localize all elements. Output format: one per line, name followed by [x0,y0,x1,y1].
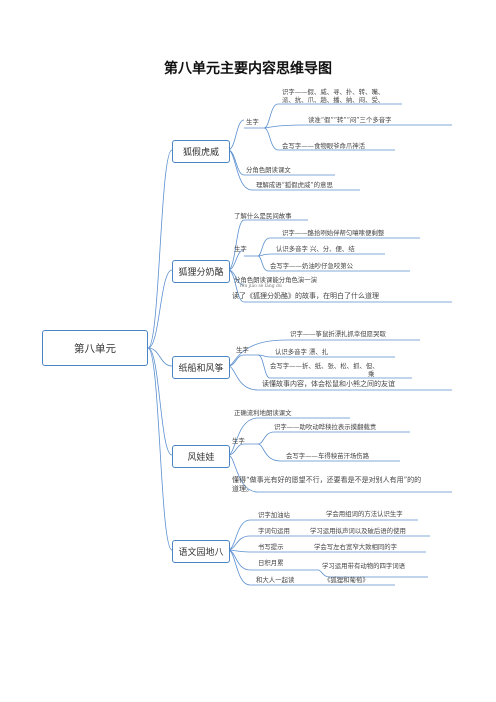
page-title: 第八单元主要内容思维导图 [164,61,332,77]
node-label: 生字 [232,437,245,445]
node-label: 会写字——车得秧苗汗场伤路 [286,452,370,460]
node-label: 分角色朗读课文 [246,166,291,174]
node-label: 学习运用拟声词以及破后语的使用 [310,527,406,535]
node-label: 读懂故事内容，体会松鼠和小熊之间的友谊 [262,380,395,388]
node-label: 认识多音字 漂、扎 [275,348,329,356]
node-label: 分角色朗读课能分角色演一演 [234,276,318,284]
node-label: 生字 [246,118,259,126]
node-label: 和大人一起读 [256,576,295,584]
node-label: 书写提示 [258,543,284,551]
node-label: 会写字——食物眼爷命爪神活 [282,142,366,150]
node-label: 识字——助吹动哗秧拉表示摸翻载责 [274,423,377,431]
node-label: 识字加油站 [258,511,290,519]
node-label: 道理。 [232,485,253,493]
node-label: 读了《狐狸分奶酪》的故事，在明白了什么道理 [232,292,379,300]
node-label: 会写字——奶油吵仔急咬第公 [270,262,354,270]
node-label: 识字——酪拾咧始伴帮匀嚷嗦便剩整 [282,229,385,237]
branch-node: 纸船和风筝 [172,356,230,379]
node-label: 懂得“做事光有好的愿望不行，还要看是不是对别人有用”的的 [232,476,422,484]
node-label: 生字 [236,346,249,354]
node-label: 生字 [234,245,247,253]
node-label: 认识多音字 兴、分、便、结 [276,245,355,253]
node-label: 正确流利地朗读课文 [234,409,292,417]
node-label: 识字——假、威、寻、扑、转、嘴、 [282,88,385,96]
node-label: 学会用组词的方法认识生字 [326,510,403,518]
node-label: 乘 [368,370,375,378]
node-label: 《狐狸和葡萄》 [324,576,369,584]
branch-node: 狐狸分奶酪 [172,260,230,283]
branch-node: 风娃娃 [172,445,230,468]
node-label: 读准“假”“转”“闷”三个多音字 [308,116,392,124]
node-label: 识字——筝鼠折漂扎抓幸但愿哭取 [290,330,386,338]
node-label: 日积月累 [258,559,284,567]
node-label: 学习运用带有动物的四字词语 [322,562,406,570]
root-node: 第八单元 [42,330,148,366]
node-label: 学会写左右宽窄大致相同的字 [314,543,398,551]
node-label: 字词句运用 [258,527,290,535]
branch-node: 狐假虎威 [172,140,230,163]
node-label: 会写字——折、纸、张、松、抓、但、 [270,362,379,370]
branch-node: 语文园地八 [172,540,230,563]
node-label: 派、抗、爪、趟、播、纳、闷、受、 [282,96,385,104]
node-label: 了解什么是民间故事 [234,212,292,220]
pinyin-label: fēn jiǎo sè lǎng dú [240,284,282,289]
node-label: 理解成语“狐假虎威”的意思 [256,181,333,189]
